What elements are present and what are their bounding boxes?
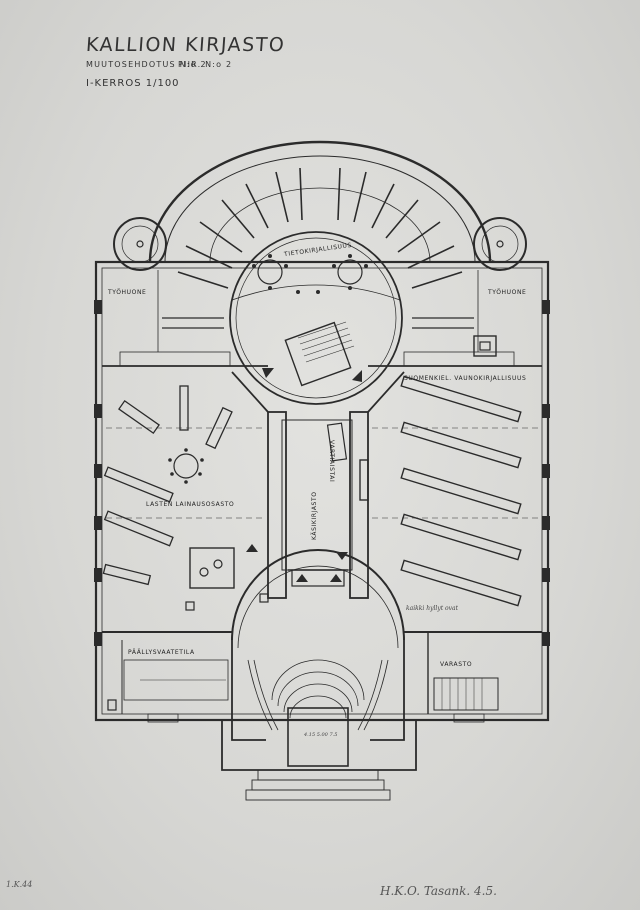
- label-kasikirjasto: KÄSIKIRJASTO: [311, 491, 318, 540]
- label-vartiaistai: VARTIAISTAI: [328, 440, 335, 482]
- stair-note: 4.15 5.00 7.5: [303, 732, 337, 738]
- arrow-right: [352, 370, 362, 382]
- fiction-shelves: [359, 375, 522, 607]
- entrance-steps: [245, 769, 391, 801]
- children-desk: [189, 547, 235, 589]
- cloakroom-counter: [123, 659, 229, 701]
- label-suomenkiel: SUOMENKIEL. VAUNOKIRJALLISUUS: [404, 375, 526, 382]
- drawing-subtitle: MUUTOSEHDOTUS N:o 2: [86, 60, 207, 69]
- central-rotunda: [229, 231, 403, 405]
- label-varasto: VARASTO: [440, 661, 472, 668]
- entrance-vestibule: [287, 707, 349, 767]
- spiral-stair-left: [113, 217, 167, 271]
- label-lasten: LASTEN LAINAUSOSASTO: [146, 501, 234, 508]
- spiral-stair-right: [473, 217, 527, 271]
- reading-table: [337, 259, 363, 285]
- signature: H.K.O. Tasank. 4.5.: [380, 884, 497, 898]
- reading-table: [257, 259, 283, 285]
- arrow-left: [262, 368, 274, 378]
- sheet-code: 1.K.44: [6, 880, 33, 889]
- label-paallysvaatetila: PÄÄLLYSVAATETILA: [128, 649, 195, 656]
- arrow-up: [246, 544, 258, 552]
- floor-scale: I-KERROS 1/100: [86, 78, 180, 89]
- label-tyohuone-left: TYÖHUONE: [107, 289, 146, 296]
- entrance-stair: [247, 659, 389, 731]
- central-desk: [284, 321, 352, 387]
- children-table: [173, 453, 199, 479]
- sketch-note: kaikki hyllyt ovat: [406, 605, 459, 612]
- radial-shelves: [177, 167, 463, 289]
- drawing-number: PIIR. N:o 2: [178, 60, 233, 69]
- semicircle-hall-outer: [148, 140, 492, 263]
- children-shelves: [102, 385, 233, 586]
- label-tyohuone-right: TYÖHUONE: [487, 289, 526, 296]
- outer-wall: [94, 260, 550, 722]
- label-tietokirjallisuus: TIETOKIRJALLISUUS: [283, 242, 353, 259]
